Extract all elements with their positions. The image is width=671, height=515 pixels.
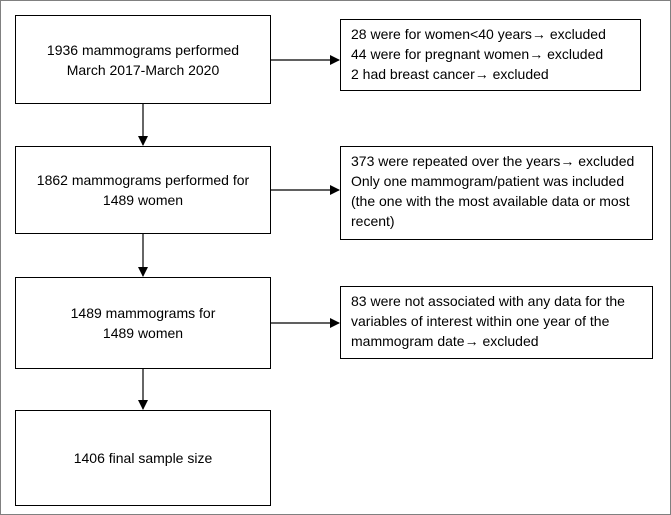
step-box-after-exclusion-1: 1862 mammograms performed for 1489 women bbox=[15, 146, 271, 234]
exclusion-text: 28 were for women<40 years→ excluded bbox=[351, 26, 606, 42]
step-text: 1489 mammograms for bbox=[70, 305, 216, 321]
step-text: 1936 mammograms performed bbox=[46, 41, 240, 58]
exclusion-text: 83 were not associated with any data for… bbox=[351, 293, 625, 309]
step-box-after-exclusion-2: 1489 mammograms for 1489 women bbox=[15, 277, 271, 369]
exclusion-text: 2 had breast cancer→ excluded bbox=[351, 66, 549, 82]
exclusion-box-1: 28 were for women<40 years→ excluded 44 … bbox=[340, 19, 641, 91]
exclusion-text: variables of interest within one year of… bbox=[351, 313, 610, 329]
step-box-initial: 1936 mammograms performed March 2017-Mar… bbox=[15, 15, 271, 104]
step-text: 1406 final sample size bbox=[73, 450, 213, 466]
exclusion-text: 44 were for pregnant women→ excluded bbox=[351, 46, 604, 62]
exclusion-text: (the one with the most available data or… bbox=[351, 193, 630, 229]
step-text: March 2017-March 2020 bbox=[66, 61, 220, 78]
step-text: 1862 mammograms performed for bbox=[36, 172, 250, 188]
exclusion-box-3: 83 were not associated with any data for… bbox=[340, 286, 653, 359]
exclusion-text: 373 were repeated over the years→ exclud… bbox=[351, 153, 635, 169]
step-box-final: 1406 final sample size bbox=[15, 410, 271, 506]
exclusion-text: Only one mammogram/patient was included bbox=[351, 173, 625, 189]
step-text: 1489 women bbox=[102, 192, 184, 208]
step-text: 1489 women bbox=[102, 325, 184, 341]
exclusion-text: mammogram date→ excluded bbox=[351, 333, 539, 349]
exclusion-box-2: 373 were repeated over the years→ exclud… bbox=[340, 146, 653, 240]
